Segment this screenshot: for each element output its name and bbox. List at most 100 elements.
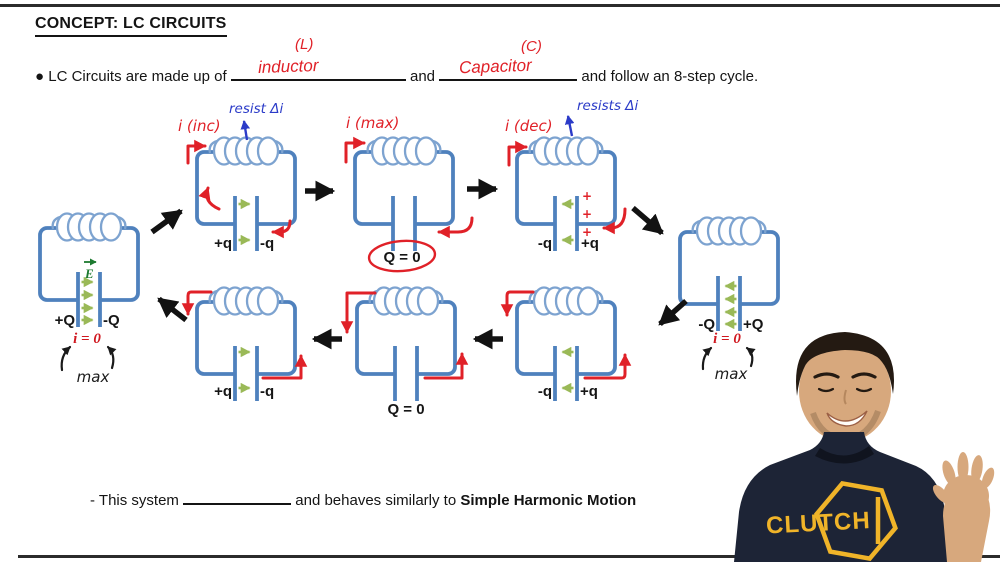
presenter-forearm [943,487,991,562]
presenter-eyebrow-right [851,372,877,379]
footer-blank [183,490,292,505]
presenter-eye-left [817,387,835,393]
current-arrow-bottom-right [583,353,632,380]
current-curl-arrow [198,186,221,211]
red-circle-annotation [367,239,437,273]
circuit-state-4: + + + -q +q [507,135,627,253]
presenter-smile [826,410,868,427]
circuit-state-6: -q +q [500,285,632,403]
current-arrow-bottom-right [261,354,308,380]
right-plate-charge: -q [260,235,274,252]
current-arrow-top-left [500,290,535,317]
intro-sentence: ● LC Circuits are made up of and and fol… [35,66,758,85]
presenter-nose [843,389,847,405]
current-arrow-top-left [507,140,528,167]
left-plate-charge: +q [214,383,232,400]
current-arrow-bottom-right [423,352,469,380]
current-arrow-top-left [186,139,207,165]
footer-emphasis: Simple Harmonic Motion [460,492,637,509]
presenter: CLUTCH [734,332,995,562]
footer-dash: - [90,492,95,509]
right-plate-charge: +q [580,383,598,400]
field-arrows-left [724,280,737,330]
footer-text-pre: This system [98,492,179,509]
field-arrows-right [238,198,251,246]
shirt-collar [815,446,874,464]
current-arrow-top-left [340,291,377,334]
resist-di-arrow-1 [240,120,251,141]
plus-marks: + + + [582,189,592,239]
max-pointer-left [60,345,72,372]
presenter-eyebrow-left [813,372,840,379]
i-increasing-label: i (inc) [178,117,221,135]
max-label: max [715,365,748,383]
circuit-state-3: Q = 0 [344,135,474,273]
circuit-state-5: -Q +Q i = 0 max [678,215,780,383]
charge-zero-label: Q = 0 [387,401,424,418]
current-arrow-top-left [181,290,213,316]
resist-di-label-2: resists Δi [577,98,639,114]
left-plate-charge: +q [214,235,232,252]
current-arrow-top-left [344,136,366,164]
i-decreasing-label: i (dec) [505,117,553,135]
bullet-glyph: ● [35,68,45,85]
handwritten-capacitor-answer: Capacitor [458,55,533,78]
presenter-shirt [734,432,950,562]
field-arrows-right [238,346,251,394]
intro-text-pre: LC Circuits are made up of [48,68,227,85]
right-plate-charge: +Q [743,316,764,333]
current-arrow-bottom-right [271,219,292,239]
circuit-state-1: E +Q -Q i = 0 max [38,211,140,386]
left-plate-charge: -q [538,383,552,400]
shirt-brand-text: CLUTCH [765,507,871,539]
field-arrows-left [561,198,574,246]
right-plate-charge: -q [260,383,274,400]
cycle-step-arrows [150,178,688,350]
circuit-state-2: +q -q [186,135,297,253]
intro-conjunction: and [410,68,436,85]
presenter-face [799,340,891,442]
left-plate-charge: +Q [55,312,76,329]
field-arrows-right [81,276,94,326]
handwritten-L-hint: (L) [295,36,314,53]
current-zero-label: i = 0 [713,331,741,347]
top-rule [0,4,1000,7]
handwritten-annotations: i (inc) i (max) i (dec) resist Δi resist… [178,98,639,141]
right-plate-charge: -Q [103,312,120,329]
i-max-label: i (max) [346,114,399,132]
resist-di-label-1: resist Δi [229,101,283,117]
svg-text:+: + [582,207,592,221]
right-plate-charge: +q [581,235,599,252]
max-pointer-right [745,346,756,368]
cycle-arrow-5-6 [658,298,688,327]
presenter-hand [932,452,995,517]
current-zero-label: i = 0 [73,331,101,347]
cycle-arrow-8-1 [157,296,188,323]
presenter-stubble [810,409,881,444]
charge-zero-label: Q = 0 [383,249,420,266]
footer-text-post: and behaves similarly to [295,492,457,509]
max-pointer-left [701,346,713,371]
blank-inductor [230,66,406,81]
svg-text:+: + [582,189,592,203]
presenter-neck [824,406,864,451]
presenter-hair [796,332,894,396]
e-field-label: E [84,266,94,281]
blank-capacitor [439,66,578,81]
circuit-state-7: Q = 0 [340,285,469,418]
left-plate-charge: -q [538,235,552,252]
cycle-arrow-4-5 [631,205,664,236]
max-pointer-right [106,345,117,370]
cycle-arrow-1-2 [150,208,183,235]
field-arrows-left [561,346,574,394]
presenter-eye-right [855,387,873,393]
left-plate-charge: -Q [698,316,715,333]
intro-text-post: and follow an 8-step cycle. [581,68,759,85]
handwritten-inductor-answer: inductor [257,55,319,78]
circuit-state-8: +q -q [181,285,308,403]
current-arrow-bottom-right [602,207,627,235]
current-arrow-bottom-right [437,216,474,239]
page-title: CONCEPT: LC CIRCUITS [35,15,227,37]
handwritten-C-hint: (C) [521,38,542,55]
max-label: max [77,368,110,386]
